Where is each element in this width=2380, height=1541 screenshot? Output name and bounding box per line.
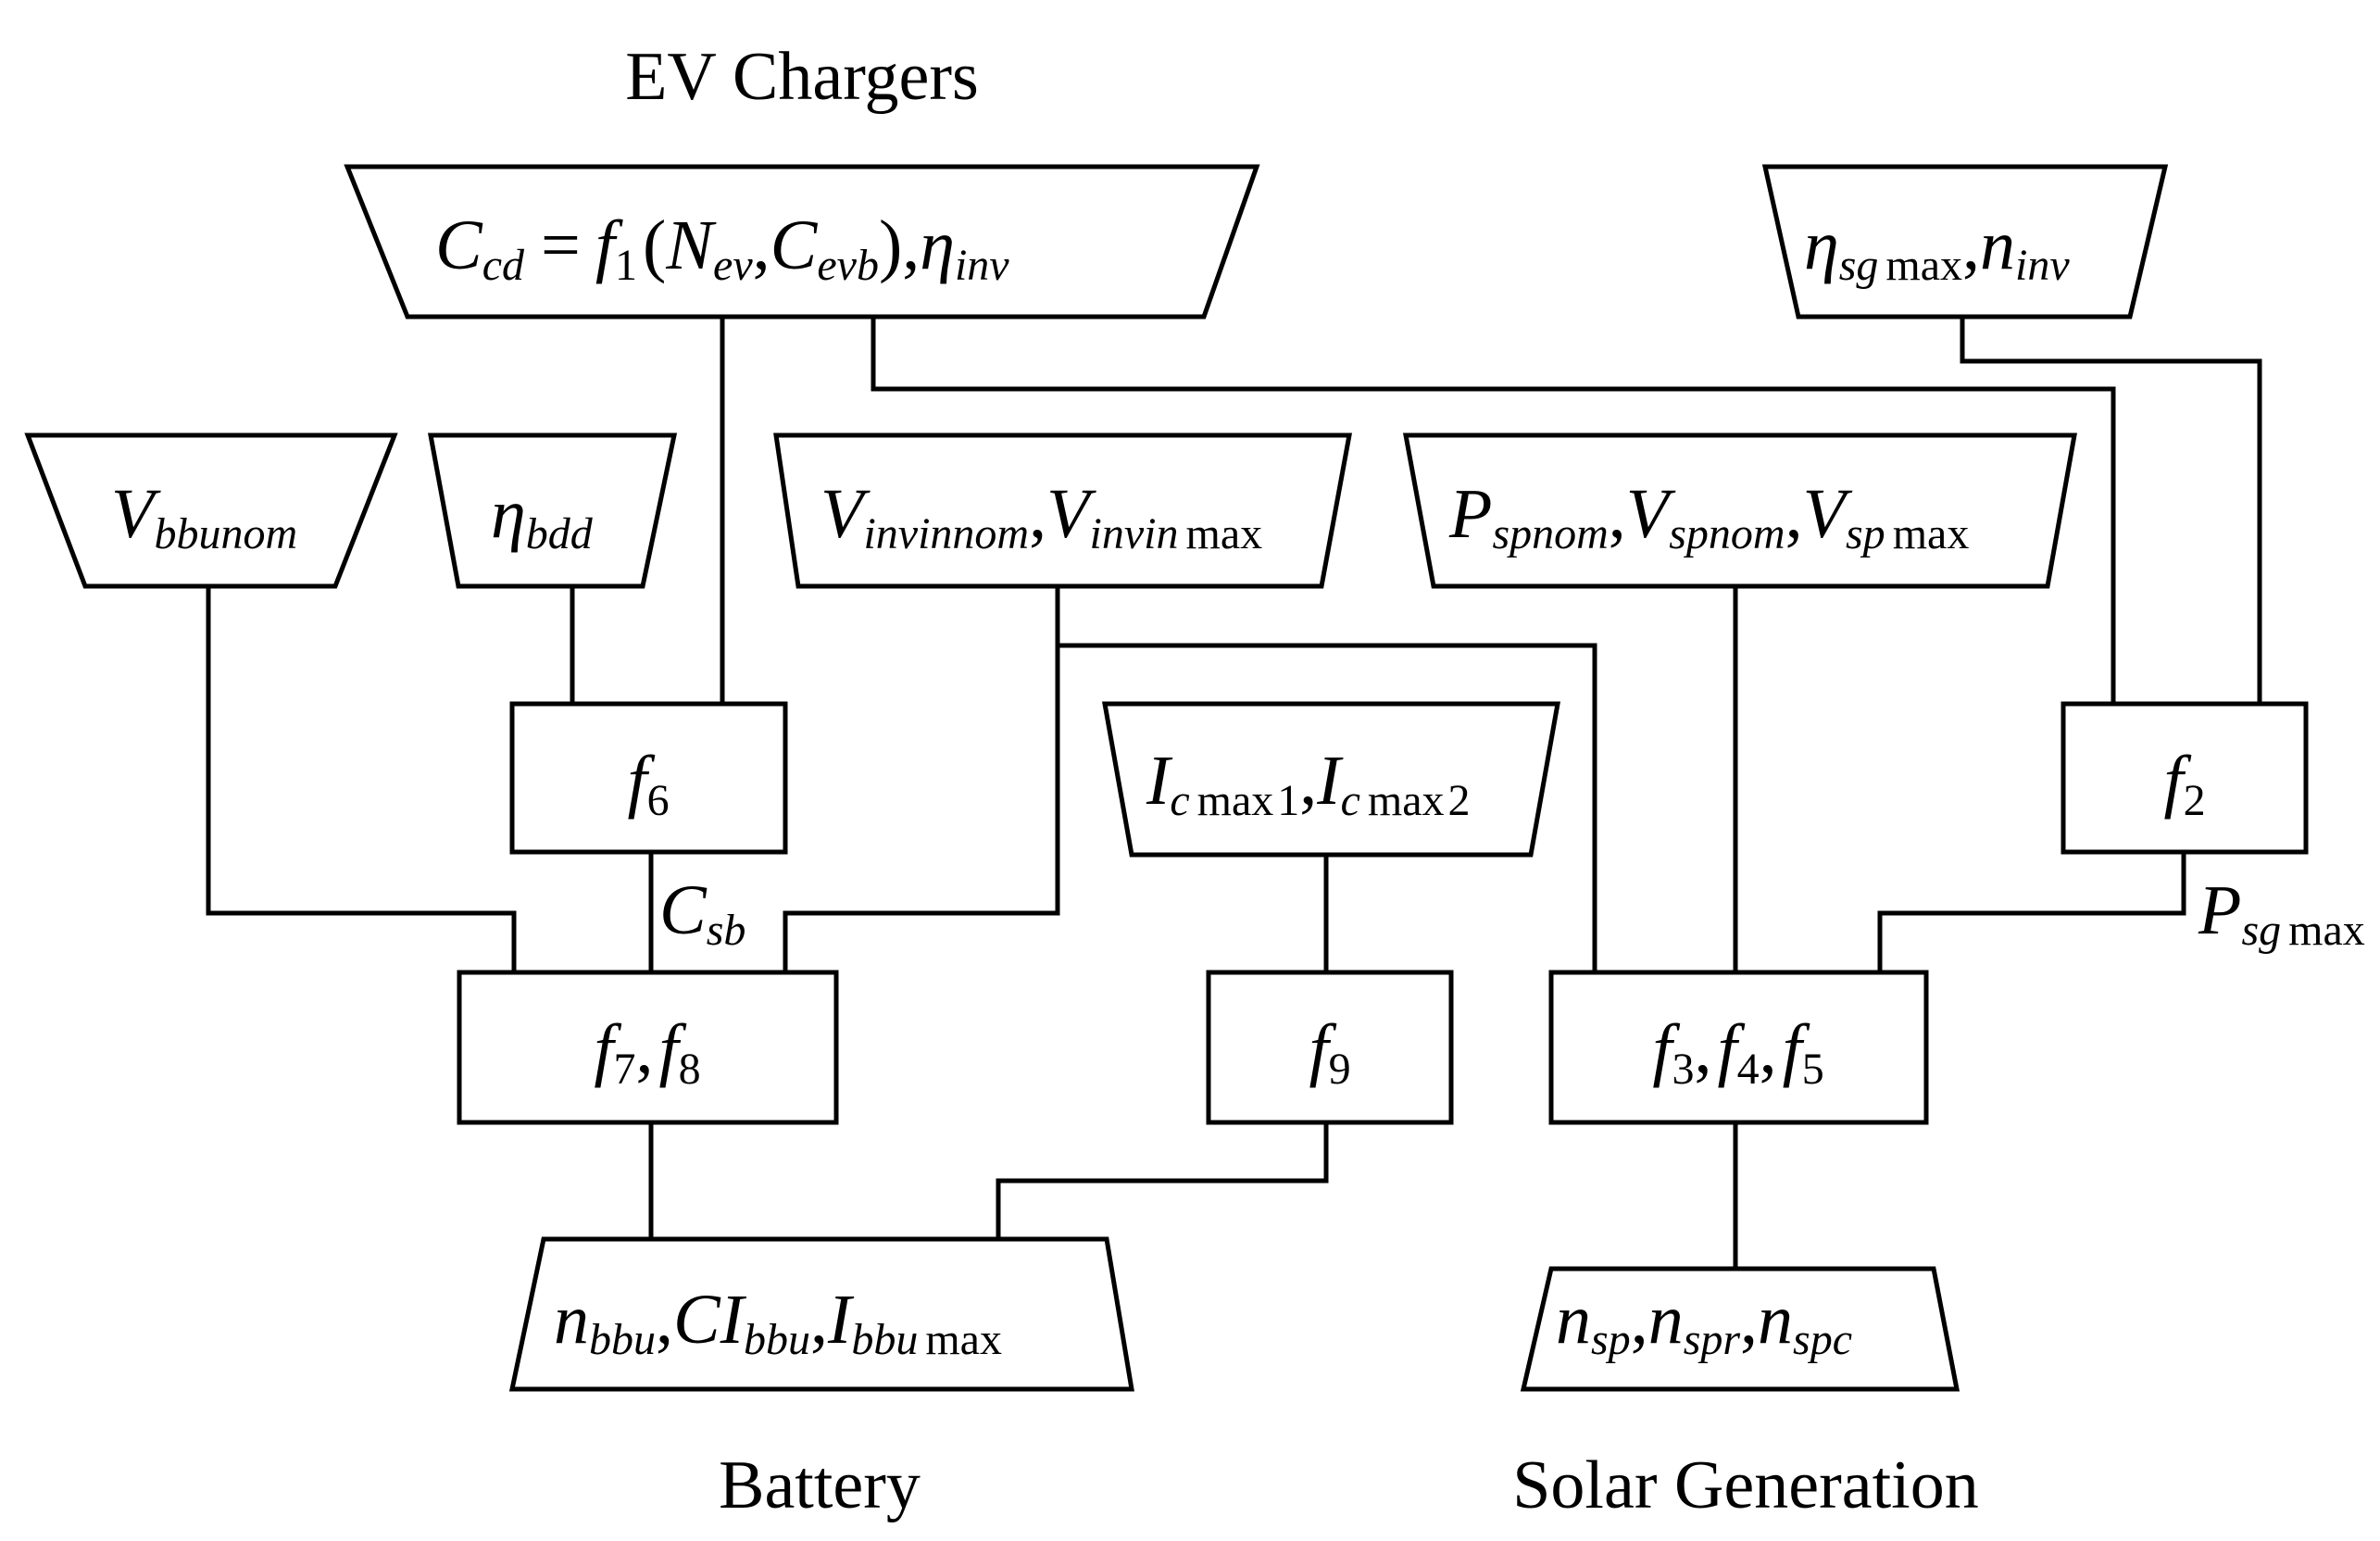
wire-vbbunom-to-f78 bbox=[206, 586, 517, 972]
ccd-formula: Ccd=f1(Nev,Cevb),ηinv bbox=[435, 207, 1009, 290]
ev-chargers-input: Ccd=f1(Nev,Cevb),ηinv bbox=[344, 164, 1260, 319]
solar-output: nsp,nspr,nspc bbox=[1520, 1266, 1960, 1392]
f3-f4-f5-label: f3,f4,f5 bbox=[1652, 1010, 1823, 1094]
function-block-f2: f2 bbox=[2061, 701, 2309, 855]
vbbunom-symbol: Vbbunom bbox=[111, 475, 297, 558]
wire-vinvin-to-f345 bbox=[1058, 643, 1597, 972]
wire-vinvin-to-f78 bbox=[783, 586, 1060, 972]
vbbunom-input: Vbbunom bbox=[24, 432, 398, 589]
battery-label: Battery bbox=[719, 1447, 921, 1523]
csb-signal-label: Csb bbox=[659, 871, 745, 955]
wire-f2-psgmax-to-f345 bbox=[1877, 852, 2186, 972]
eta-bdd-input: ηbdd bbox=[427, 432, 678, 589]
wire-ccd-to-f2 bbox=[871, 317, 2116, 704]
eta-bdd-symbol: ηbdd bbox=[491, 475, 594, 558]
function-block-f9: f9 bbox=[1206, 970, 1454, 1125]
wire-eta-sgmax-to-f2 bbox=[1960, 317, 2262, 704]
function-block-f7-f8: f7,f8 bbox=[457, 970, 839, 1125]
solar-generation-label: Solar Generation bbox=[1512, 1447, 1978, 1523]
wire-f9-to-battery bbox=[996, 1122, 1329, 1239]
connector-lines bbox=[206, 317, 2262, 1269]
function-block-f3-f4-f5: f3,f4,f5 bbox=[1548, 970, 1929, 1125]
f9-label: f9 bbox=[1309, 1010, 1350, 1094]
function-block-f6: f6 bbox=[509, 701, 788, 855]
ev-chargers-label: EV Chargers bbox=[625, 39, 979, 115]
solar-output-formula: nsp,nspr,nspc bbox=[1556, 1281, 1852, 1364]
